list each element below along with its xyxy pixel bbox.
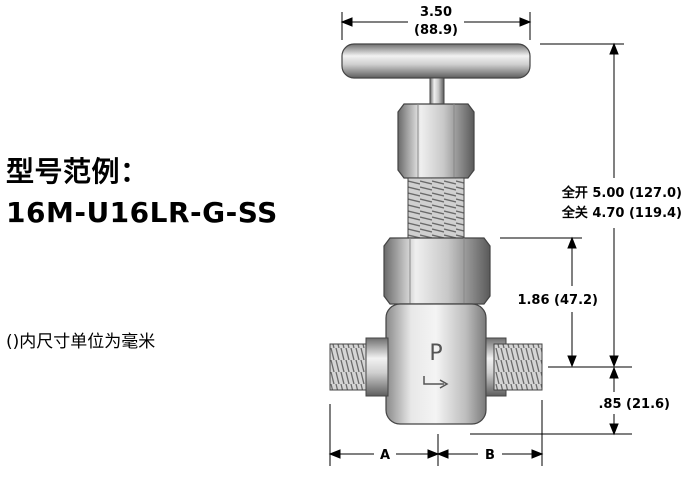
dimension-a-label: A (380, 448, 390, 463)
left-port-hex (365, 337, 389, 397)
example-title: 型号范例： (6, 155, 149, 188)
mid-height-dimension (500, 236, 582, 368)
height-closed-label: 全关 4.70 (119.4) (561, 205, 682, 221)
unit-note: ()内尺寸单位为毫米 (6, 332, 156, 352)
height-open-label: 全开 5.00 (127.0) (561, 185, 682, 201)
bonnet-thread (407, 177, 465, 241)
right-port-thread (493, 343, 543, 391)
flow-arrow-icon (423, 376, 444, 385)
t-handle (341, 43, 531, 79)
model-number: 16M-U16LR-G-SS (6, 196, 278, 229)
width-dimension (340, 12, 532, 40)
body-logo-mark: P (429, 341, 442, 366)
width-mm: (88.9) (414, 23, 458, 38)
base-height-dimension (470, 366, 632, 436)
mid-height-label: 1.86 (47.2) (517, 293, 598, 308)
width-inches: 3.50 (420, 5, 452, 20)
bonnet-nut (383, 237, 491, 305)
dimension-b-label: B (485, 448, 495, 463)
stem (429, 77, 445, 107)
valve-body: P (385, 303, 487, 425)
ab-dimensions (328, 400, 544, 466)
base-height-label: .85 (21.6) (598, 397, 670, 412)
overall-height-dimension (540, 42, 624, 368)
packing-nut (397, 103, 475, 179)
